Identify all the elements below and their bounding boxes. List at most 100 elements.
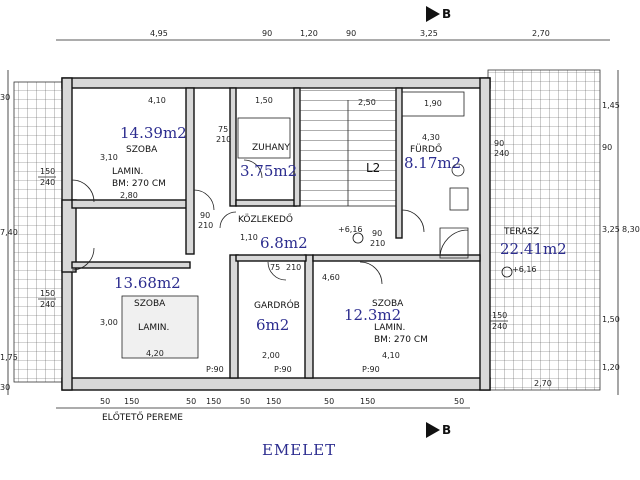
room-furdo: 1,90 4,30 FÜRDŐ 8.17m2 90 240 — [404, 99, 509, 172]
svg-text:210: 210 — [370, 239, 385, 248]
room-zuhany: 1,50 75 210 ZUHANY 3.75m2 — [216, 96, 297, 180]
svg-text:4,10: 4,10 — [148, 96, 166, 105]
right-dim-2: 90 — [602, 143, 612, 152]
svg-text:SZOBA: SZOBA — [372, 299, 404, 309]
svg-text:SZOBA: SZOBA — [126, 145, 158, 155]
svg-text:B: B — [442, 423, 451, 437]
room-szoba-3: 4,60 SZOBA 12.3m2 LAMIN. BM: 270 CM 4,10 — [322, 273, 428, 360]
terrace-tiles — [487, 69, 601, 391]
eave-label: ELŐTETŐ PEREME — [102, 412, 183, 423]
washbasin — [451, 163, 465, 177]
left-dim-3: 1,75 — [0, 353, 18, 362]
right-dim-1: 1,45 — [602, 101, 620, 110]
svg-text:LAMIN.: LAMIN. — [138, 323, 169, 333]
svg-text:FÜRDŐ: FÜRDŐ — [410, 144, 442, 155]
svg-text:4,20: 4,20 — [146, 349, 164, 358]
left-dim-4: 30 — [0, 383, 10, 392]
svg-text:210: 210 — [216, 135, 231, 144]
svg-text:B: B — [442, 7, 451, 21]
right-dim-3: 3,25 — [602, 225, 620, 234]
svg-text:1,50: 1,50 — [255, 96, 273, 105]
top-dim-2: 90 — [262, 29, 272, 38]
svg-text:P:90: P:90 — [274, 365, 292, 374]
left-dim-2: 7,40 — [0, 228, 18, 237]
svg-text:75: 75 — [218, 125, 228, 134]
svg-text:3,00: 3,00 — [100, 318, 118, 327]
svg-text:50: 50 — [240, 397, 250, 406]
svg-text:150: 150 — [360, 397, 375, 406]
bottom-width: 2,70 — [534, 379, 552, 388]
top-dim-1: 4,95 — [150, 29, 168, 38]
svg-text:1,10: 1,10 — [240, 233, 258, 242]
svg-text:LAMIN.: LAMIN. — [112, 167, 143, 177]
svg-text:+6,16: +6,16 — [512, 265, 537, 274]
svg-text:4,60: 4,60 — [322, 273, 340, 282]
svg-text:22.41m2: 22.41m2 — [500, 240, 567, 258]
top-dim-3: 1,20 — [300, 29, 318, 38]
left-dim-1: 30 — [0, 93, 10, 102]
svg-text:210: 210 — [286, 263, 301, 272]
svg-text:50: 50 — [454, 397, 464, 406]
shower-tray — [237, 117, 291, 159]
top-dim-6: 2,70 — [532, 29, 550, 38]
svg-text:4,30: 4,30 — [422, 133, 440, 142]
svg-text:240: 240 — [492, 322, 507, 331]
room-szoba-2: 13.68m2 SZOBA LAMIN. 3,00 4,20 — [100, 274, 181, 358]
svg-text:90: 90 — [200, 211, 210, 220]
stair-label: L2 — [366, 161, 380, 175]
svg-text:BM: 270 CM: BM: 270 CM — [374, 335, 428, 345]
corner-shower — [439, 227, 469, 259]
svg-text:210: 210 — [198, 221, 213, 230]
svg-text:KÖZLEKEDŐ: KÖZLEKEDŐ — [238, 214, 293, 225]
svg-text:4,10: 4,10 — [382, 351, 400, 360]
right-dim-6: 1,20 — [602, 363, 620, 372]
room-kozlekedo: KÖZLEKEDŐ +6,16 6.8m2 1,10 90 210 90 210 — [198, 211, 385, 252]
svg-text:240: 240 — [494, 149, 509, 158]
svg-text:75: 75 — [270, 263, 280, 272]
section-marker-bottom: B — [426, 422, 451, 438]
svg-text:90: 90 — [494, 139, 504, 148]
stair-dim: 2,50 — [358, 98, 376, 107]
svg-text:150: 150 — [40, 289, 55, 298]
svg-text:P:90: P:90 — [362, 365, 380, 374]
svg-text:14.39m2: 14.39m2 — [120, 124, 187, 142]
svg-text:240: 240 — [40, 178, 55, 187]
svg-text:BM: 270 CM: BM: 270 CM — [112, 179, 166, 189]
svg-text:13.68m2: 13.68m2 — [114, 274, 181, 292]
outer-walls — [61, 77, 491, 391]
svg-text:6.8m2: 6.8m2 — [260, 234, 308, 252]
svg-text:1,90: 1,90 — [424, 99, 442, 108]
svg-text:90: 90 — [372, 229, 382, 238]
top-dim-4: 90 — [346, 29, 356, 38]
svg-text:2,80: 2,80 — [120, 191, 138, 200]
top-dim-5: 3,25 — [420, 29, 438, 38]
room-szoba-1: 4,10 14.39m2 SZOBA LAMIN. BM: 270 CM 2,8… — [100, 96, 187, 200]
room-terasz: TERASZ 22.41m2 +6,16 — [500, 227, 567, 278]
toilet — [449, 187, 469, 211]
svg-text:240: 240 — [40, 300, 55, 309]
svg-text:3,10: 3,10 — [100, 153, 118, 162]
svg-text:8.17m2: 8.17m2 — [404, 154, 461, 172]
svg-text:150: 150 — [492, 311, 507, 320]
svg-text:50: 50 — [100, 397, 110, 406]
bed — [121, 295, 199, 359]
svg-text:ZUHANY: ZUHANY — [252, 143, 290, 153]
right-dim-4: 8,30 — [622, 225, 640, 234]
svg-text:50: 50 — [324, 397, 334, 406]
svg-text:150: 150 — [206, 397, 221, 406]
svg-text:50: 50 — [186, 397, 196, 406]
interior-walls — [71, 87, 481, 379]
bottom-dims: 50 150 50 150 50 150 50 150 50 — [100, 397, 464, 406]
svg-text:150: 150 — [40, 167, 55, 176]
floor-title: EMELET — [262, 441, 336, 459]
door-swings — [71, 159, 425, 285]
section-marker-top: B — [426, 6, 451, 22]
right-dim-5: 1,50 — [602, 315, 620, 324]
left-balcony-tiles — [13, 81, 63, 383]
svg-text:GARDRÓB: GARDRÓB — [254, 299, 300, 311]
svg-text:12.3m2: 12.3m2 — [344, 306, 401, 324]
svg-text:150: 150 — [124, 397, 139, 406]
svg-text:LAMIN.: LAMIN. — [374, 323, 405, 333]
svg-text:P:90: P:90 — [206, 365, 224, 374]
